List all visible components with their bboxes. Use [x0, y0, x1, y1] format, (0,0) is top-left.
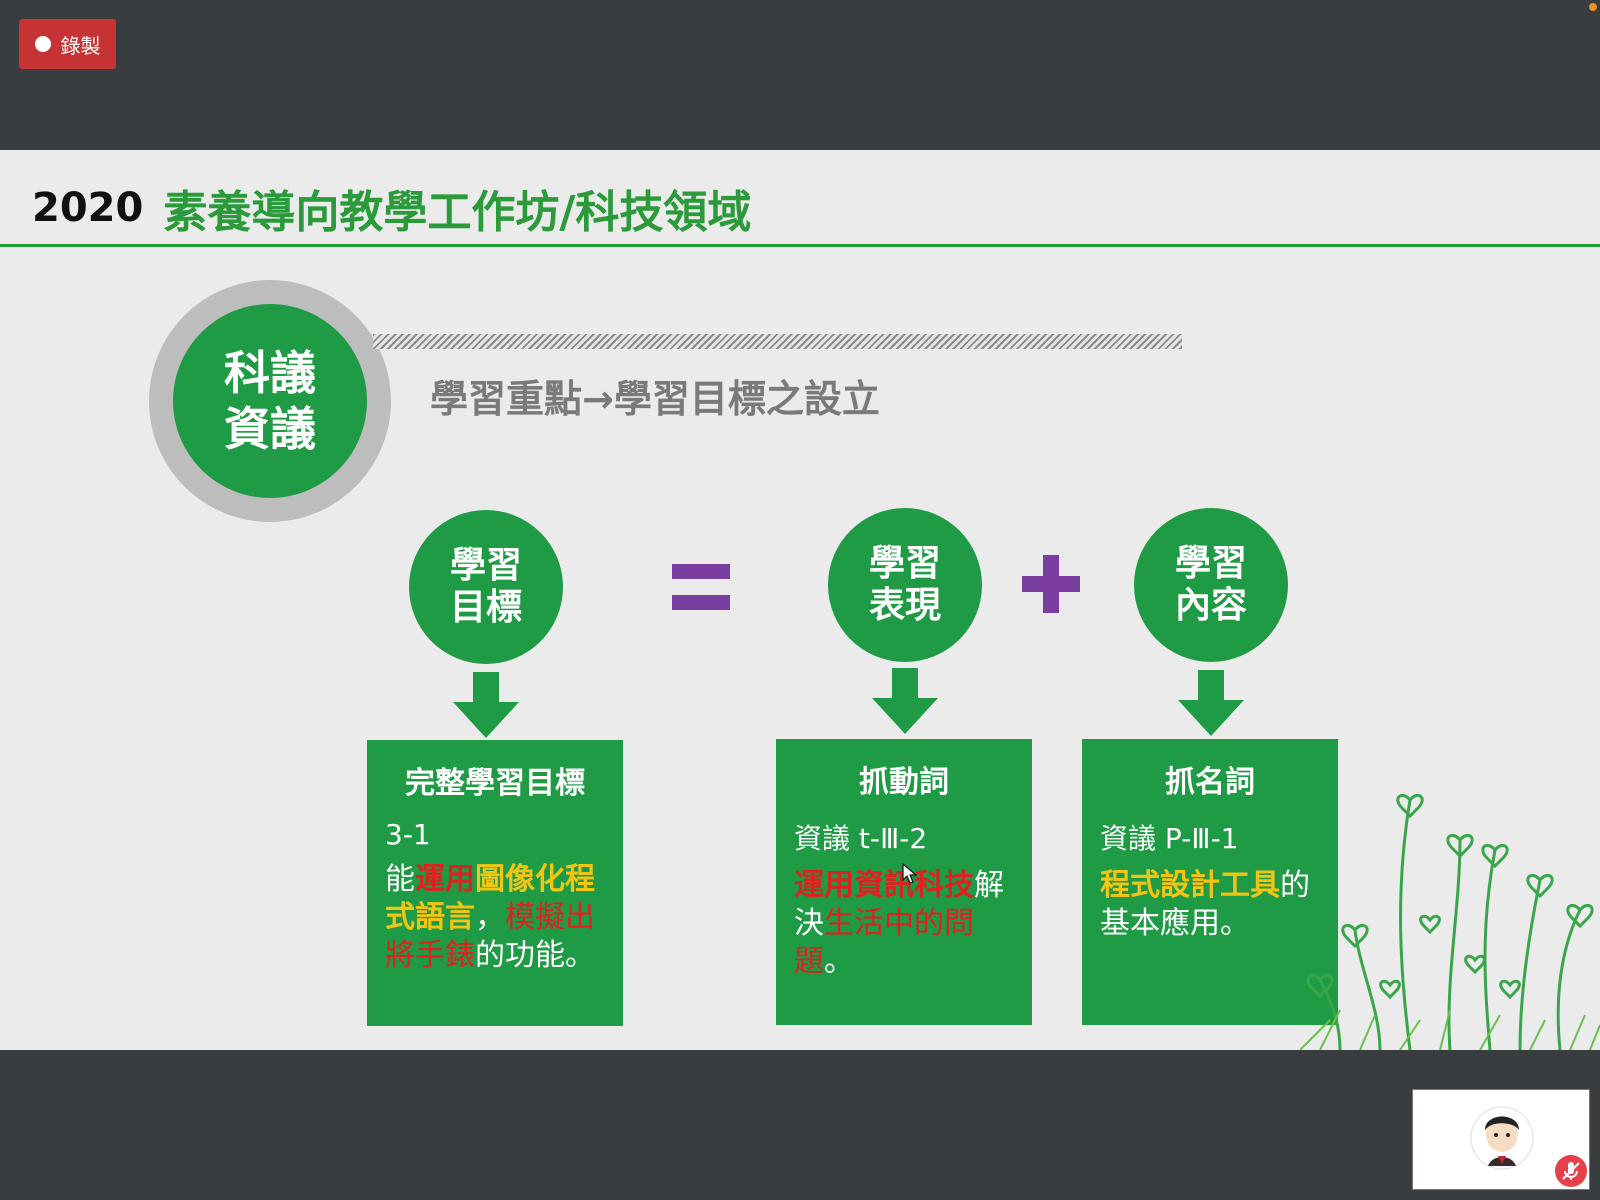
box-code: 資議 P-Ⅲ-1	[1100, 822, 1239, 855]
circle-label: 學習	[868, 543, 941, 584]
text-plain: 。	[824, 944, 854, 979]
decorative-plants-image	[1300, 794, 1600, 1050]
slide-title: 2020 素養導向教學工作坊/科技領域	[32, 178, 751, 238]
text-plain: ，	[475, 900, 505, 935]
box-heading: 抓動詞	[859, 765, 949, 800]
record-label: 錄製	[60, 33, 101, 58]
text-red: 運用資訊科技	[794, 868, 974, 903]
text-red: 運用	[415, 862, 475, 897]
box-heading: 抓名詞	[1165, 765, 1255, 800]
text-yellow: 程式設計工具	[1100, 868, 1280, 903]
circle-label: 目標	[449, 587, 522, 628]
text-plain: 能	[385, 862, 415, 897]
down-arrow-icon	[872, 668, 938, 734]
presentation-slide: 2020 素養導向教學工作坊/科技領域 科議 資議 學習重點→學習目標之設立 學…	[0, 150, 1600, 1050]
plus-icon	[1022, 555, 1080, 613]
hatched-divider	[373, 334, 1182, 349]
circle-learning-goal: 學習 目標	[409, 510, 563, 664]
badge-line2: 資議	[224, 402, 316, 456]
title-divider	[0, 244, 1600, 247]
avatar	[1470, 1106, 1534, 1170]
record-button[interactable]: 錄製	[19, 19, 116, 69]
title-text: 素養導向教學工作坊/科技領域	[163, 187, 752, 238]
text-plain: 的功能。	[475, 938, 595, 973]
box-noun: 抓名詞 資議 P-Ⅲ-1 程式設計工具的基本應用。	[1082, 739, 1338, 1025]
status-indicator-icon	[1589, 3, 1597, 11]
box-code: 資議 t-Ⅲ-2	[794, 822, 928, 855]
box-verb: 抓動詞 資議 t-Ⅲ-2 運用資訊科技解決生活中的問題。	[776, 739, 1032, 1025]
box-body: 程式設計工具的基本應用。	[1100, 867, 1320, 943]
text-plain: 解決	[794, 868, 1004, 941]
circle-label: 內容	[1174, 585, 1247, 626]
circle-label: 學習	[449, 545, 522, 586]
slide-subtitle: 學習重點→學習目標之設立	[430, 377, 880, 421]
circle-learning-performance: 學習 表現	[828, 508, 982, 662]
box-body: 運用資訊科技解決生活中的問題。	[794, 867, 1014, 981]
box-full-learning-goal: 完整學習目標 3-1 能運用圖像化程式語言，模擬出將手錶的功能。	[367, 740, 623, 1026]
title-year: 2020	[32, 185, 144, 231]
circle-learning-content: 學習 內容	[1134, 508, 1288, 662]
text-yellow: 圖像化程式語言	[385, 862, 595, 935]
box-body: 能運用圖像化程式語言，模擬出將手錶的功能。	[385, 861, 605, 975]
box-code: 3-1	[385, 818, 431, 851]
text-red: 模擬出將手錶	[385, 900, 595, 973]
subject-badge: 科議 資議	[173, 304, 367, 498]
equals-icon	[672, 564, 730, 610]
text-plain: 的基本應用。	[1100, 868, 1310, 941]
circle-label: 表現	[868, 585, 941, 626]
circle-label: 學習	[1174, 543, 1247, 584]
down-arrow-icon	[453, 672, 519, 738]
mouse-cursor-icon	[902, 863, 918, 884]
badge-line1: 科議	[224, 346, 316, 400]
record-dot-icon	[34, 36, 51, 52]
mic-muted-icon[interactable]	[1555, 1155, 1587, 1187]
down-arrow-icon	[1178, 670, 1244, 736]
box-heading: 完整學習目標	[405, 766, 585, 801]
participant-video-tile[interactable]	[1412, 1089, 1590, 1190]
text-red: 生活中的問題	[794, 906, 974, 979]
